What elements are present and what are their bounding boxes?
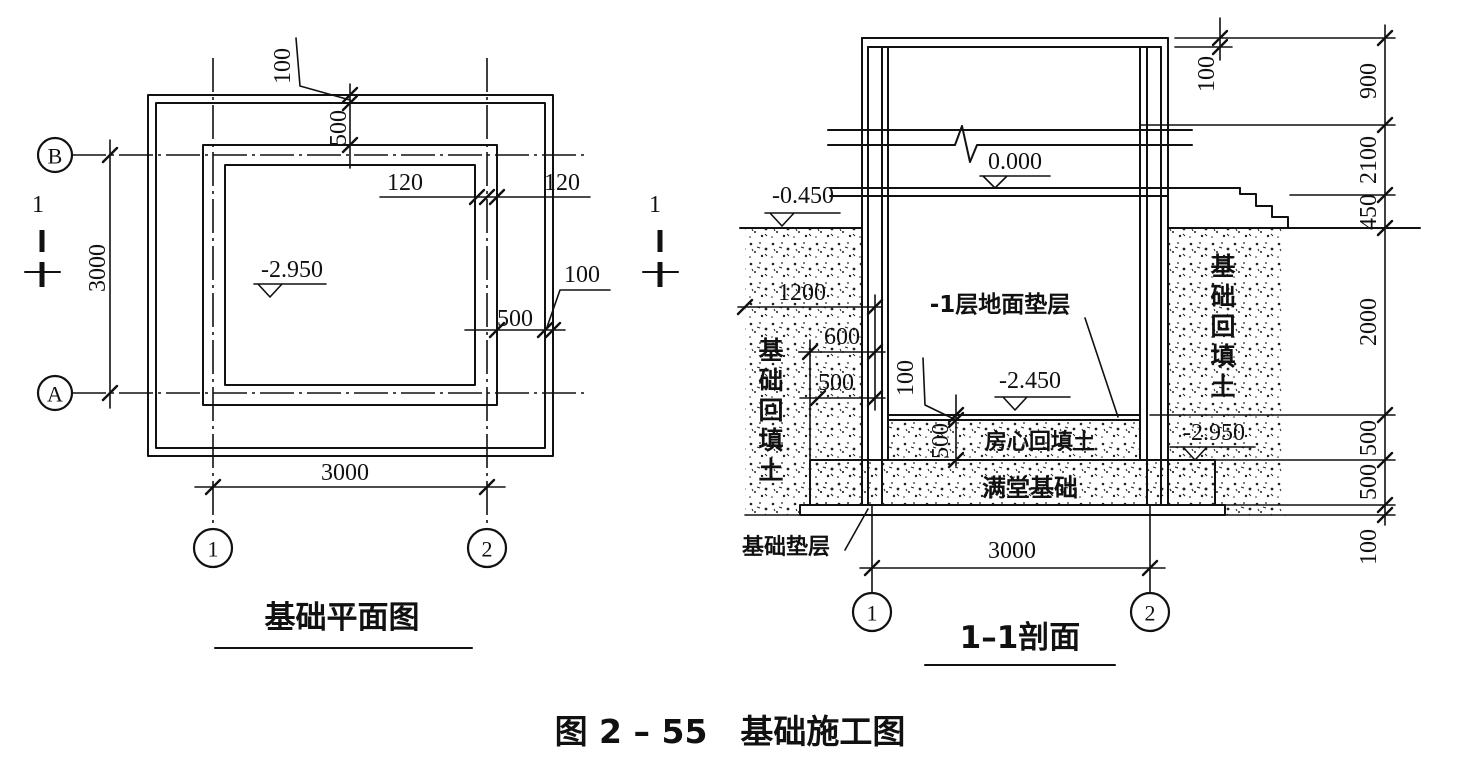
dimension-label-left-width: 1200 xyxy=(778,280,826,306)
dimension-label-bottom-span: 3000 xyxy=(321,460,369,486)
dimension-ticks-bottom-span xyxy=(204,478,496,496)
dimension-label-right-100: 100 xyxy=(1356,529,1382,565)
dimension-line-top-offset xyxy=(1174,17,1233,61)
dimension-ticks-top-offsets xyxy=(341,86,359,154)
axis-bubble-2 xyxy=(466,527,508,569)
elevation-label-ground-floor: 0.000 xyxy=(988,149,1042,175)
ground-floor-slab xyxy=(829,187,1241,197)
dimension-label-wall-outer-half: 120 xyxy=(544,170,580,196)
dimension-label-left-lower: 500 xyxy=(818,370,854,396)
dimension-ticks-right-offsets xyxy=(488,321,562,339)
leader-line-floor-cushion xyxy=(1084,317,1119,418)
left-wall xyxy=(861,37,889,506)
axis-label-b: B xyxy=(48,144,63,169)
plan-title: 基础平面图 xyxy=(265,600,420,636)
axis-bubble-2 xyxy=(1129,591,1171,633)
dimension-label-bottom-span: 3000 xyxy=(988,538,1036,564)
label-backfill-left: 基础回填土 xyxy=(755,337,784,487)
dimension-label-right-2000: 2000 xyxy=(1356,298,1382,346)
elevation-symbol-foundation-top xyxy=(1169,446,1256,461)
dimension-label-right-foundation: 500 xyxy=(497,306,533,332)
dimension-label-room-fill: 500 xyxy=(928,423,954,459)
axis-label-a: A xyxy=(47,382,63,407)
axis-bubble-1 xyxy=(192,527,234,569)
basement-floor-layer xyxy=(887,414,1141,421)
axis-lines-section xyxy=(871,504,1151,594)
label-backfill-right: 基础回填土 xyxy=(1207,253,1236,403)
axis-label-2: 2 xyxy=(1145,601,1156,626)
extension-lines-right-column xyxy=(1139,37,1396,516)
elevation-label-outdoor: -0.450 xyxy=(772,183,834,209)
label-raft-foundation: 满堂基础 xyxy=(982,474,1078,502)
foundation-cushion-layer xyxy=(799,504,1226,516)
dimension-label-top-offset: 100 xyxy=(270,48,296,84)
dimension-label-right-450: 450 xyxy=(1356,194,1382,230)
dimension-ticks-room-fill xyxy=(947,406,965,469)
wall-outer-outline xyxy=(202,144,498,406)
dimension-label-top-offset: 100 xyxy=(1194,56,1220,92)
section-mark-label: 1 xyxy=(649,192,661,218)
elevation-symbol xyxy=(253,283,327,298)
figure-caption: 图 2 – 55 基础施工图 xyxy=(555,712,906,751)
elevation-symbol-basement-floor xyxy=(994,396,1071,411)
axis-bubble-a xyxy=(36,374,74,412)
dimension-label-top-foundation: 500 xyxy=(326,110,352,146)
dimension-label-right-2100: 2100 xyxy=(1356,136,1382,184)
dimension-label-slab-projection: 600 xyxy=(824,324,860,350)
dimension-ticks-top-offset xyxy=(1211,29,1229,56)
break-line xyxy=(827,125,1193,163)
section-mark-label: 1 xyxy=(32,192,44,218)
foundation-plan: B A 1 2 3000 3000 100 500 120 120 100 50… xyxy=(24,37,611,649)
axis-label-1: 1 xyxy=(867,601,878,626)
label-room-fill: 房心回填土 xyxy=(985,429,1095,455)
leader-line-top-offset xyxy=(295,37,351,101)
dimension-label-floor-layer: 100 xyxy=(893,360,919,396)
leader-line-floor-layer xyxy=(922,357,957,421)
axis-bubble-1 xyxy=(851,591,893,633)
dimension-label-right-500-lower: 500 xyxy=(1356,464,1382,500)
section-title: 1–1剖面 xyxy=(960,620,1081,656)
dimension-label-right-900: 900 xyxy=(1356,63,1382,99)
room-backfill-hatch xyxy=(888,420,1140,460)
dimension-label-wall-inner-half: 120 xyxy=(387,170,423,196)
elevation-label: -2.950 xyxy=(261,257,323,283)
leader-line-right-offset xyxy=(545,289,611,331)
leader-line-foundation-cushion xyxy=(844,508,869,551)
dimension-label-right-offset: 100 xyxy=(564,262,600,288)
dimension-ticks-left-span xyxy=(101,146,119,402)
right-wall xyxy=(1139,37,1169,506)
entrance-steps xyxy=(1239,187,1289,229)
dimension-label-left-span: 3000 xyxy=(85,244,111,292)
elevation-label-basement-floor: -2.450 xyxy=(999,368,1061,394)
axis-label-2: 2 xyxy=(482,537,493,562)
elevation-symbol-ground-floor xyxy=(979,175,1051,189)
dimension-ticks-wall-thickness xyxy=(468,188,506,206)
section-1-1: 900 2100 450 2000 500 500 100 100 1200 6… xyxy=(642,17,1421,666)
label-floor-cushion: -1层地面垫层 xyxy=(930,292,1071,318)
dimension-label-right-500-upper: 500 xyxy=(1356,420,1382,456)
top-wall-cap xyxy=(861,37,1169,48)
axis-bubble-b xyxy=(36,136,74,174)
elevation-label-foundation-top: -2.950 xyxy=(1183,420,1245,446)
axis-label-1: 1 xyxy=(208,537,219,562)
label-foundation-cushion: 基础垫层 xyxy=(742,534,830,560)
extension-lines-left xyxy=(809,294,876,461)
elevation-symbol-outdoor xyxy=(764,212,841,227)
